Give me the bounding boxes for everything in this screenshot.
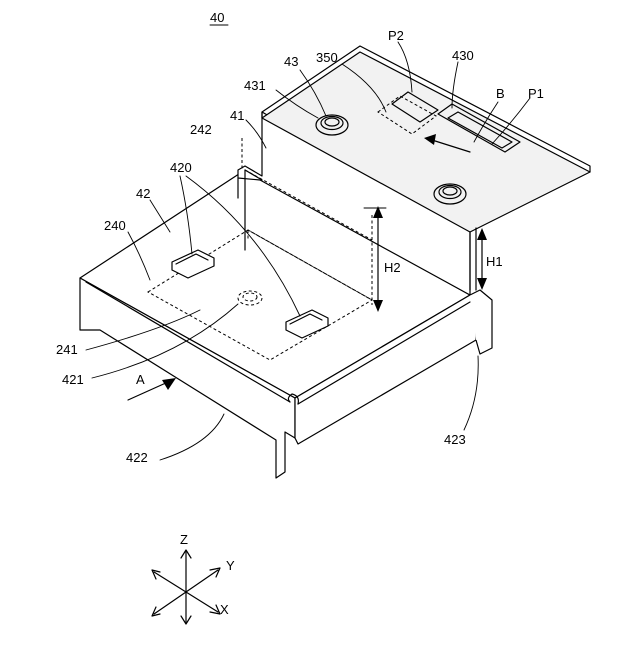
leader-422 (160, 414, 224, 460)
leader-423 (464, 356, 478, 430)
axis-y-label: Y (226, 558, 235, 573)
label-350: 350 (316, 50, 338, 65)
label-420: 420 (170, 160, 192, 175)
label-h1: H1 (486, 254, 503, 269)
axis-y-line (186, 570, 218, 592)
label-b: B (496, 86, 505, 101)
label-a: A (136, 372, 145, 387)
label-431: 431 (244, 78, 266, 93)
axis-y-neg-arrow (152, 607, 160, 616)
label-240: 240 (104, 218, 126, 233)
axis-z-label: Z (180, 532, 188, 547)
label-h2: H2 (384, 260, 401, 275)
label-p2: P2 (388, 28, 404, 43)
label-241: 241 (56, 342, 78, 357)
dim-h1-arrow-bottom (477, 278, 487, 290)
label-422: 422 (126, 450, 148, 465)
dim-h1-arrow-top (477, 228, 487, 240)
label-423: 423 (444, 432, 466, 447)
axis-x-neg (154, 572, 186, 592)
axis-indicator: Z Y X (152, 532, 235, 624)
label-421: 421 (62, 372, 84, 387)
label-242: 242 (190, 122, 212, 137)
axis-x-label: X (220, 602, 229, 617)
label-43: 43 (284, 54, 298, 69)
axis-x-line (186, 592, 218, 612)
arrow-a-shaft (128, 382, 168, 400)
axis-y-neg (154, 592, 186, 614)
label-41: 41 (230, 108, 244, 123)
figure-number: 40 (210, 10, 224, 25)
label-42: 42 (136, 186, 150, 201)
label-430: 430 (452, 48, 474, 63)
label-p1: P1 (528, 86, 544, 101)
